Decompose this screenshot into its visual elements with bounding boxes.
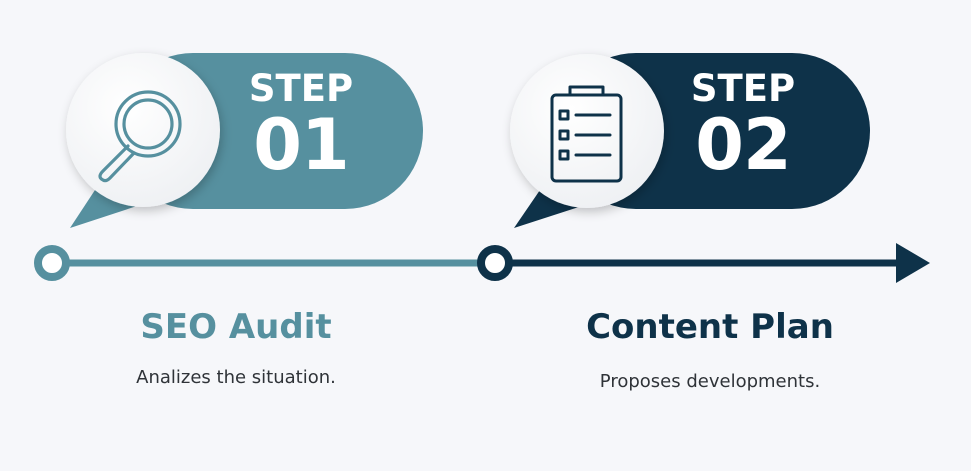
step-01-description: Analizes the situation.: [136, 367, 336, 388]
step-01-title: SEO Audit: [140, 307, 332, 347]
step-02-description: Proposes developments.: [599, 371, 821, 392]
step-02-icon-circle: [510, 54, 664, 208]
timeline-node-2: [477, 245, 513, 281]
step-02-label: STEP: [690, 67, 796, 110]
step-02-title: Content Plan: [586, 307, 834, 347]
step-01-icon-circle: [66, 53, 220, 207]
timeline-node-1: [34, 245, 70, 281]
step-01-banner: [66, 53, 423, 228]
step-02-banner: [510, 53, 870, 228]
clipboard-checklist-icon: [550, 85, 623, 183]
timeline-arrowhead: [896, 243, 930, 283]
step-01-number: 01: [253, 104, 349, 186]
step-02-number: 02: [695, 104, 791, 186]
magnifying-glass-icon: [98, 90, 182, 183]
timeline: [34, 243, 930, 283]
step-01-label: STEP: [248, 67, 354, 110]
